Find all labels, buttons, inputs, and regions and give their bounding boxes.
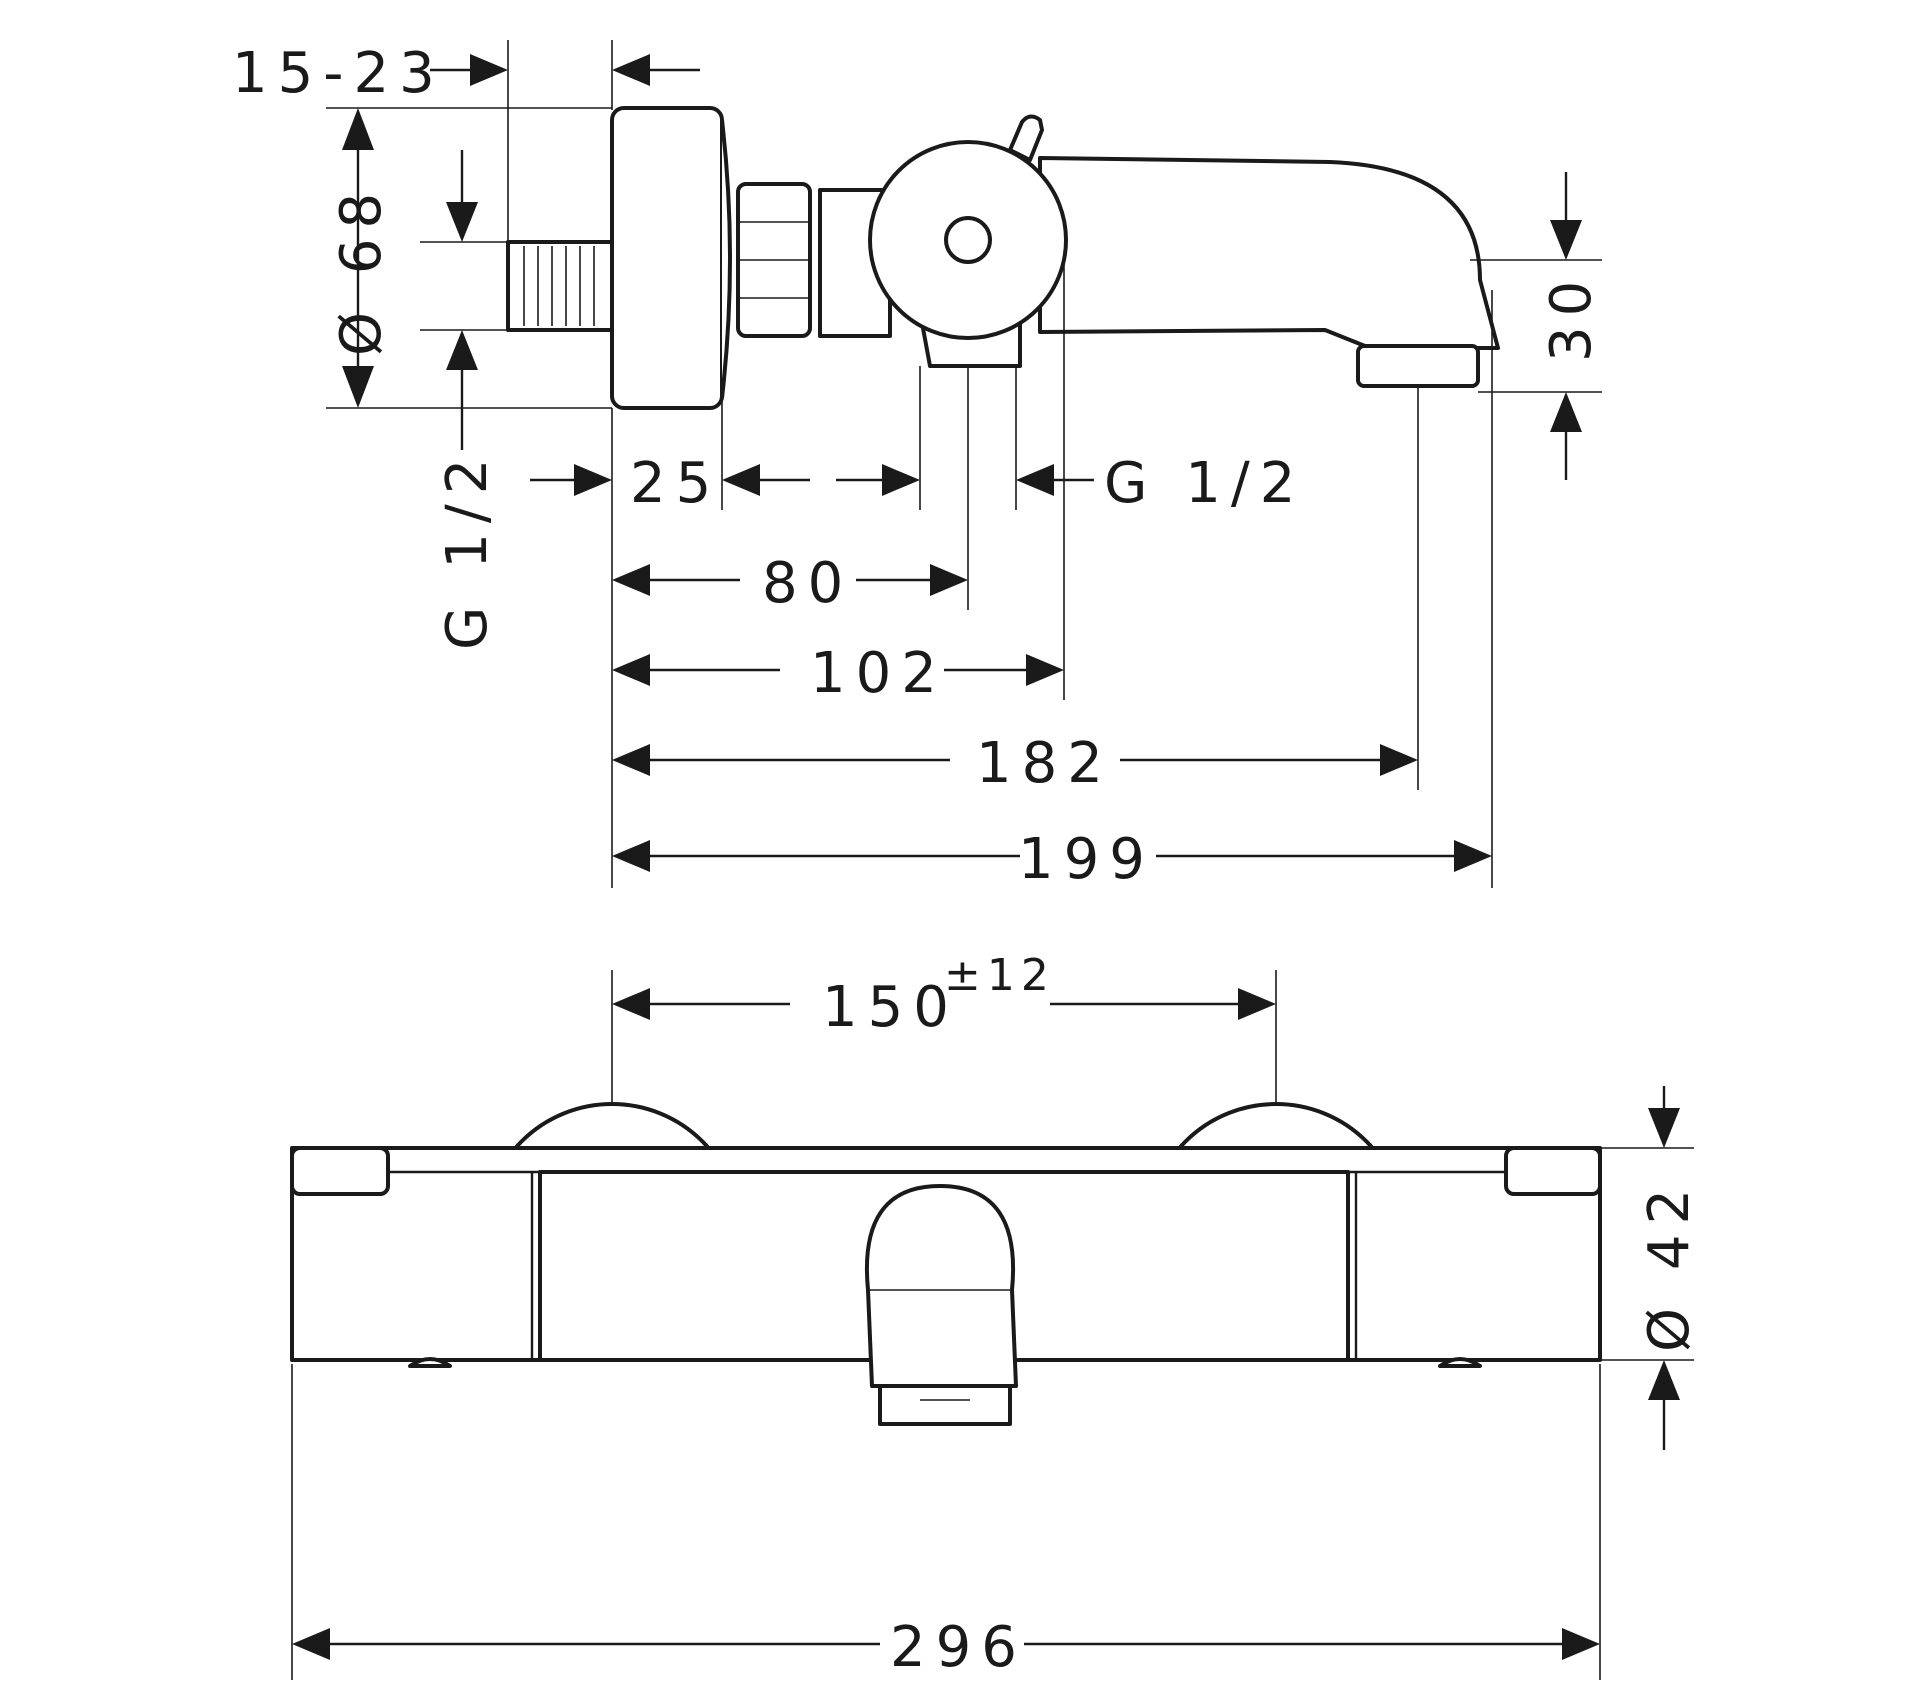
- label-diameter-42: Ø 42: [1637, 1179, 1702, 1352]
- label-150: 150: [822, 975, 959, 1040]
- dim-diameter-42: Ø 42: [1637, 1086, 1702, 1450]
- label-inlet-thread: G 1/2: [435, 449, 500, 650]
- lever: [1008, 114, 1044, 162]
- wall-flange: [610, 106, 724, 410]
- thermostat-center: [944, 216, 992, 264]
- end-cap-left: [290, 1146, 390, 1196]
- dim-inlet-thread: G 1/2: [435, 150, 500, 650]
- label-15-23: 15-23: [232, 41, 445, 106]
- label-outlet-thread: G 1/2: [1104, 451, 1305, 516]
- dim-15-23: 15-23: [232, 41, 700, 106]
- label-diameter-68: Ø 68: [329, 183, 394, 356]
- extension-lines-front: [291, 970, 1694, 1680]
- foot-left: [408, 1357, 452, 1368]
- dim-150: 150 ±12: [612, 950, 1276, 1040]
- dim-outlet-thread: G 1/2: [1016, 451, 1305, 516]
- label-102: 102: [810, 641, 947, 706]
- label-25: 25: [630, 451, 721, 516]
- dim-30: 30: [1539, 172, 1604, 480]
- label-182: 182: [976, 731, 1113, 796]
- dim-102: 102: [612, 641, 1064, 706]
- spout-front: [865, 1184, 1018, 1388]
- thread-lines: [523, 246, 595, 326]
- label-80: 80: [762, 551, 853, 616]
- spout-outlet-front: [878, 1384, 1012, 1426]
- foot-right: [1438, 1357, 1482, 1368]
- dim-182: 182: [612, 731, 1418, 796]
- dim-25: 25: [530, 451, 920, 516]
- label-296: 296: [890, 1615, 1027, 1680]
- spout-outlet: [1356, 344, 1480, 388]
- dim-80: 80: [612, 551, 968, 616]
- label-30: 30: [1539, 271, 1604, 362]
- front-view: [290, 1102, 1602, 1426]
- side-view: [506, 106, 1500, 410]
- flange-edge: [720, 119, 732, 399]
- end-cap-right: [1504, 1146, 1602, 1196]
- dim-diameter-68: Ø 68: [329, 108, 394, 408]
- dim-199: 199: [612, 827, 1492, 892]
- dim-296: 296: [292, 1615, 1600, 1680]
- label-199: 199: [1018, 827, 1155, 892]
- label-150-tolerance: ±12: [944, 950, 1055, 1001]
- spout: [1038, 156, 1500, 350]
